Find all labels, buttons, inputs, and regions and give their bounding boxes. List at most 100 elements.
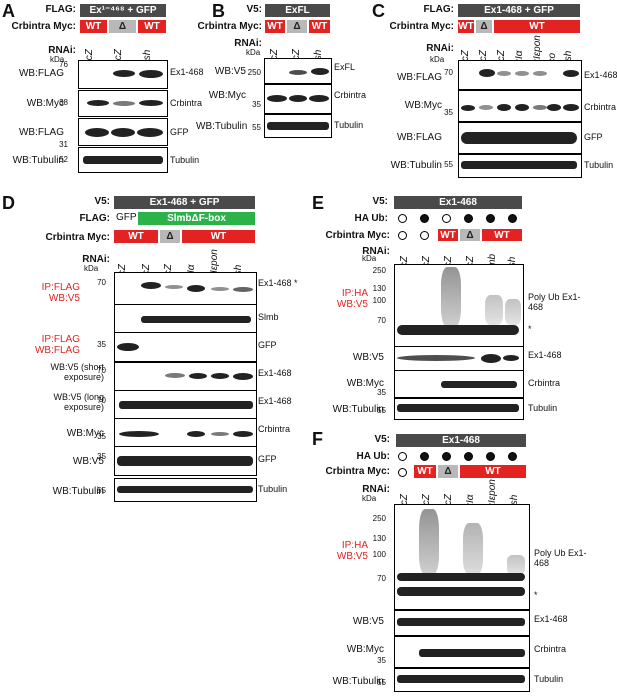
circle-empty-icon [420, 231, 429, 240]
panel-a-blot-2 [78, 90, 168, 117]
panel-e-row1-label: WB:V5 [352, 352, 384, 363]
panel-b-blot-3 [264, 114, 332, 138]
panel-f-v5-label: V5: [374, 434, 390, 445]
circle-empty-icon [398, 214, 407, 223]
panel-d-ip2-label: IP:FLAG WB:FLAG [34, 334, 80, 356]
panel-e-rnai-label: RNAi: [362, 246, 390, 257]
panel-e-mw-250: 250 [372, 266, 386, 275]
panel-f-mw-250: 250 [372, 514, 386, 523]
panel-d-blot-8 [114, 478, 257, 502]
panel-b-row1-mw: 250 [247, 68, 261, 77]
panel-d-row1-right: Ex1-468 * [258, 278, 298, 288]
panel-c-row2-right: Crbintra [584, 102, 617, 112]
panel-d-v5-label: V5: [94, 196, 110, 207]
panel-f-row2-mw: 35 [377, 656, 386, 665]
panel-b-myc-wt1: WT [265, 20, 285, 33]
panel-d-row5-right: Ex1-468 [258, 396, 292, 406]
panel-c-myc-label: Crbintra Myc: [389, 21, 454, 32]
panel-f-star: * [534, 590, 538, 600]
panel-a-kda: kDa [50, 55, 65, 64]
panel-e-row2-right: Crbintra [528, 378, 561, 388]
panel-c-myc-delta: Δ [476, 20, 492, 33]
panel-f-mw-100: 100 [372, 550, 386, 559]
panel-c-blot-2 [458, 90, 582, 122]
panel-d-blot-1 [114, 272, 257, 306]
panel-label-f: F [312, 429, 323, 449]
panel-a-row2-right: Crbintra [170, 98, 203, 108]
panel-d-myc-label: Crbintra Myc: [45, 232, 110, 243]
panel-a-row4-label: WB:Tubulin [12, 155, 64, 166]
panel-d-rnai-label: RNAi: [82, 254, 110, 265]
panel-d-blot-3 [114, 332, 257, 362]
panel-f-kda: kDa [362, 494, 377, 503]
panel-d-flag-slmb: SlmbΔF-box [138, 212, 255, 225]
panel-f-ip-label: IP:HA WB:V5 [336, 540, 368, 562]
panel-e-blot-4 [394, 398, 524, 420]
panel-d-row7-label: WB:V5 [72, 456, 104, 467]
panel-e-blot-2 [394, 346, 524, 372]
panel-b-row2-mw: 35 [252, 100, 261, 109]
panel-f-row2-right: Crbintra [534, 644, 567, 654]
panel-d-flag-label: FLAG: [79, 213, 110, 224]
panel-e-myc-wt2: WT [482, 229, 522, 241]
panel-b-row3-right: Tubulin [334, 120, 364, 130]
circle-filled-icon [508, 214, 517, 223]
panel-d-row6-right: Crbintra [258, 424, 291, 434]
panel-c-row1-mw: 70 [444, 68, 453, 77]
panel-c-row1-label: WB:FLAG [396, 72, 442, 83]
panel-c-header-bar: Ex1-468 + GFP [458, 4, 580, 17]
panel-d-header-bar: Ex1-468 + GFP [114, 196, 255, 209]
circle-empty-icon [442, 214, 451, 223]
panel-d-row6-mw: 35 [97, 432, 106, 441]
panel-b-row1-right: ExFL [334, 62, 356, 72]
panel-a-row2-mw: 38 [59, 98, 68, 107]
panel-a-row1-right: Ex1-468 [170, 67, 204, 77]
panel-e-myc-wt1: WT [438, 229, 458, 241]
panel-e-row3-label: WB:Tubulin [332, 404, 384, 415]
circle-empty-icon [398, 468, 407, 477]
panel-a-myc-wt2: WT [138, 20, 166, 33]
panel-f-row1-label: WB:V5 [352, 616, 384, 627]
panel-e-blot-3 [394, 370, 524, 398]
panel-b-row3-mw: 55 [252, 123, 261, 132]
panel-label-d: D [2, 193, 15, 213]
panel-e-row3-right: Tubulin [528, 403, 558, 413]
panel-e-ip-label: IP:HA WB:V5 [336, 288, 368, 310]
panel-d-row8-mw: 55 [97, 486, 106, 495]
panel-e-mw-100: 100 [372, 296, 386, 305]
panel-b-header-bar: ExFL [265, 4, 330, 17]
panel-d-row4-mw: 70 [97, 366, 106, 375]
panel-e-blot-1 [394, 264, 524, 348]
panel-f-rnai-label: RNAi: [362, 484, 390, 495]
panel-f-blot-1 [394, 504, 530, 610]
panel-d-myc-wt2: WT [182, 230, 255, 243]
panel-a-myc-label: Crbintra Myc: [11, 21, 76, 32]
panel-d-row4-label: WB:V5 (short exposure) [50, 362, 104, 382]
panel-c-row4-label: WB:Tubulin [390, 160, 442, 171]
panel-f-haub-label: HA Ub: [356, 451, 390, 462]
panel-c-row4-right: Tubulin [584, 160, 614, 170]
panel-f-mw-70: 70 [377, 574, 386, 583]
panel-d-flag-gfp: GFP [116, 212, 137, 223]
panel-b-row1-label: WB:V5 [214, 66, 246, 77]
panel-f-blot-4 [394, 668, 530, 692]
panel-d-kda: kDa [84, 264, 99, 273]
panel-c-row4-mw: 55 [444, 160, 453, 169]
panel-c-row1-right: Ex1-468 [584, 70, 617, 80]
panel-f-myc-delta: Δ [438, 465, 458, 478]
panel-e-v5-label: V5: [372, 196, 388, 207]
panel-f-polyub-label: Poly Ub Ex1-468 [534, 548, 587, 568]
panel-c-rnai-label: RNAi: [426, 43, 454, 54]
panel-b-myc-wt2: WT [309, 20, 330, 33]
panel-c-myc-wt1: WT [458, 20, 474, 33]
panel-e-myc-label: Crbintra Myc: [325, 230, 390, 241]
circle-filled-icon [442, 452, 451, 461]
panel-f-myc-wt1: WT [414, 465, 436, 478]
panel-a-row1-label: WB:FLAG [18, 68, 64, 79]
circle-empty-icon [398, 231, 407, 240]
panel-label-e: E [312, 193, 325, 213]
panel-d-row1-mw: 70 [97, 278, 106, 287]
panel-c-row3-label: WB:FLAG [396, 132, 442, 143]
panel-a-row2-label: WB:Myc [26, 98, 64, 109]
panel-e-kda: kDa [362, 254, 377, 263]
